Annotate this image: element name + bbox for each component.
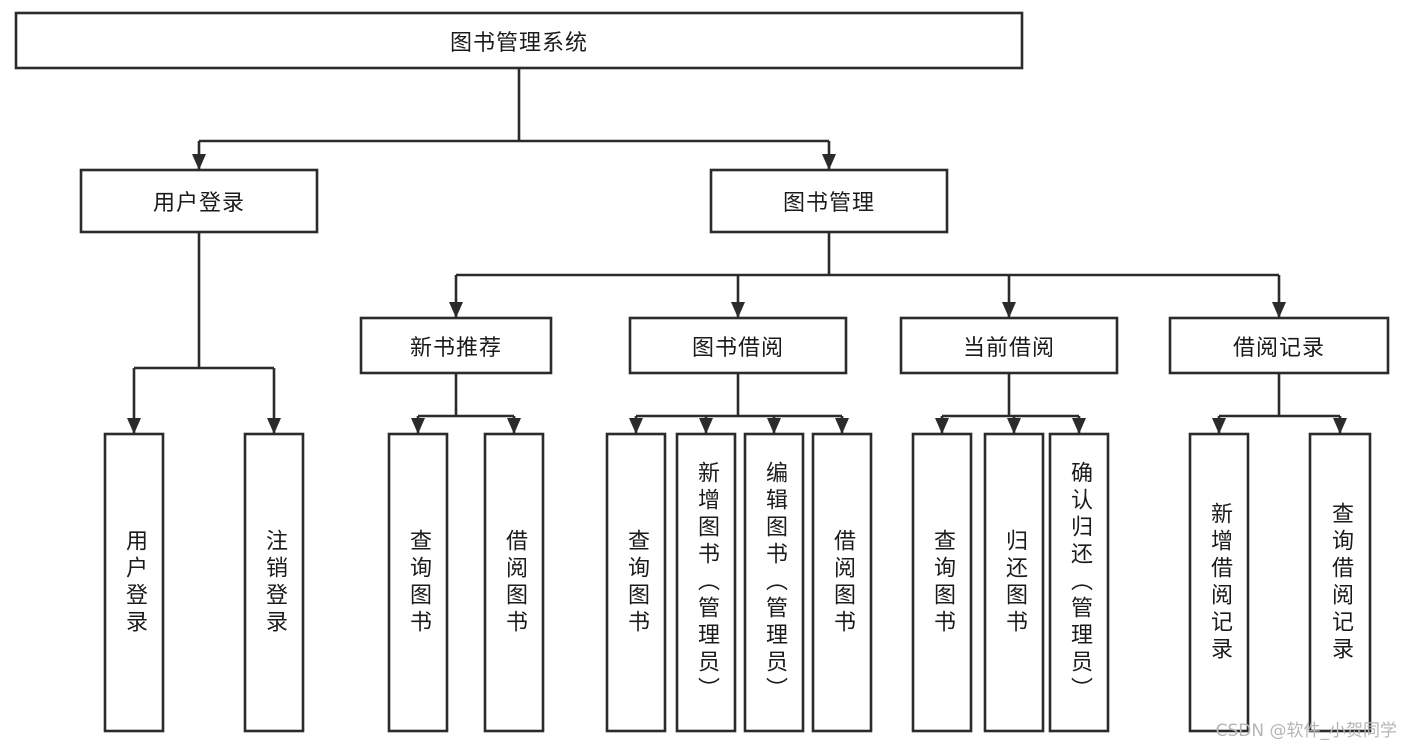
arrowhead-l1_1-2 <box>1002 302 1016 318</box>
node-box-leaf_0[interactable] <box>103 432 165 733</box>
arrowhead-l1_0-0 <box>127 418 141 434</box>
node-box-l1_1[interactable] <box>709 168 949 234</box>
arrowhead-l2_1-0 <box>629 418 643 434</box>
arrowhead-l1_1-1 <box>731 302 745 318</box>
arrowhead-l2_3-1 <box>1333 418 1347 434</box>
node-box-leaf_12[interactable] <box>1308 432 1372 733</box>
node-box-leaf_4[interactable] <box>605 432 667 733</box>
node-box-leaf_11[interactable] <box>1188 432 1250 733</box>
node-box-leaf_8[interactable] <box>911 432 973 733</box>
node-box-l2_0[interactable] <box>359 316 553 375</box>
node-box-leaf_5[interactable] <box>675 432 737 733</box>
node-box-leaf_9[interactable] <box>983 432 1045 733</box>
node-box-l2_2[interactable] <box>899 316 1119 375</box>
arrowhead-l1_1-3 <box>1272 302 1286 318</box>
arrowhead-l1_1-0 <box>449 302 463 318</box>
node-box-l2_1[interactable] <box>628 316 848 375</box>
node-box-root[interactable] <box>14 11 1024 70</box>
node-box-leaf_10[interactable] <box>1048 432 1110 733</box>
node-box-l2_3[interactable] <box>1168 316 1390 375</box>
arrowhead-root-1 <box>822 154 836 170</box>
arrowhead-l1_0-1 <box>267 418 281 434</box>
edges-layer <box>127 68 1347 434</box>
arrowhead-l2_3-0 <box>1212 418 1226 434</box>
node-box-leaf_6[interactable] <box>743 432 805 733</box>
arrowhead-l2_1-3 <box>835 418 849 434</box>
arrowhead-root-0 <box>192 154 206 170</box>
boxes-layer <box>14 11 1390 733</box>
arrowhead-l2_2-1 <box>1007 418 1021 434</box>
node-box-leaf_7[interactable] <box>811 432 873 733</box>
node-box-l1_0[interactable] <box>79 168 319 234</box>
arrowhead-l2_0-0 <box>411 418 425 434</box>
node-box-leaf_3[interactable] <box>483 432 545 733</box>
arrowhead-l2_2-0 <box>935 418 949 434</box>
node-box-leaf_1[interactable] <box>243 432 305 733</box>
arrowhead-l2_1-2 <box>767 418 781 434</box>
arrowhead-l2_0-1 <box>507 418 521 434</box>
arrowhead-l2_2-2 <box>1072 418 1086 434</box>
node-box-leaf_2[interactable] <box>387 432 449 733</box>
arrowhead-l2_1-1 <box>699 418 713 434</box>
